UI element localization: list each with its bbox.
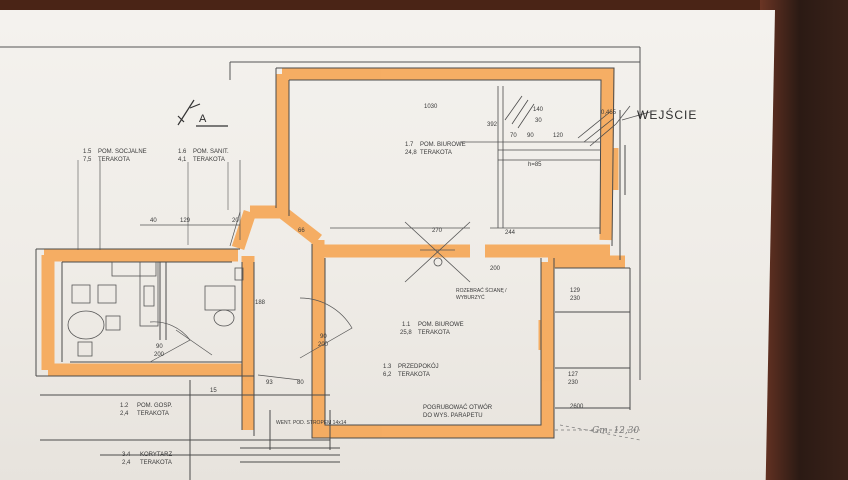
dimension-label: 80 <box>297 380 304 386</box>
dimension-label: 120 <box>553 133 564 139</box>
drawing-frame-lines <box>0 46 641 380</box>
chair-icon <box>97 284 117 304</box>
dimension-label: 20 <box>232 218 239 224</box>
room-finish: TERAKOTA <box>193 157 225 163</box>
room-name: PRZEDPOKÓJ <box>398 364 439 370</box>
dimension-label: 0,465 <box>601 110 617 116</box>
room-number: 1.5 <box>83 149 92 155</box>
room-finish: TERAKOTA <box>420 150 452 156</box>
leader-lines <box>77 160 229 250</box>
room-number: 1.1 <box>402 322 411 328</box>
room-area: 2,4 <box>120 411 129 417</box>
dimension-label: 30 <box>535 118 542 124</box>
opening-note-2: DO WYS. PARAPETU <box>423 413 483 419</box>
dimension-label: h=85 <box>528 162 542 168</box>
door-swings <box>149 211 353 381</box>
shower-icon <box>204 285 236 311</box>
room-number: 1.6 <box>178 149 187 155</box>
room-area: 2,4 <box>122 460 131 466</box>
hidden-lines <box>555 424 641 441</box>
dimension-label: 129 <box>570 288 581 294</box>
room-finish: TERAKOTA <box>398 372 430 378</box>
room-number: 1.2 <box>120 403 129 409</box>
room-name: KORYTARZ <box>140 452 173 458</box>
dimension-label: 230 <box>570 296 581 302</box>
chair-icon <box>77 341 93 357</box>
handwritten-note: Gm. 12,30 <box>592 426 640 436</box>
room-name: POM. BIUROWE <box>420 142 466 148</box>
room-area: 7,5 <box>83 157 92 163</box>
dimension-label: 2600 <box>570 404 584 410</box>
dimension-label: 230 <box>568 380 579 386</box>
wall-removal-mark <box>404 221 471 283</box>
dimension-label: 140 <box>533 107 544 113</box>
wall-removal-note: ROZEBRAĆ ŚCIANĘ / WYBURZYĆ <box>456 288 507 301</box>
dimension-label: 244 <box>505 230 516 236</box>
table-icon <box>67 310 105 340</box>
dimension-label: 1030 <box>424 104 438 110</box>
north-arrow-icon <box>177 99 228 127</box>
dimension-label: 188 <box>255 300 266 306</box>
vent-note: WENT. POD. STROPEM 14x14 <box>276 420 347 426</box>
dimension-label: 90 <box>320 334 327 340</box>
room-number: 3.4 <box>122 452 131 458</box>
entrance-label: WEJŚCIE <box>637 108 698 122</box>
room-name: POM. SANIT. <box>193 149 229 155</box>
background-surface <box>760 0 848 480</box>
room-area: 4,1 <box>178 157 187 163</box>
room-finish: TERAKOTA <box>140 460 172 466</box>
counter-icon <box>111 261 157 277</box>
dimension-label: 90 <box>156 344 163 350</box>
dimension-label: 40 <box>150 218 157 224</box>
toilet-icon <box>213 309 235 327</box>
entrance-arrow-icon <box>615 105 651 125</box>
room-finish: TERAKOTA <box>137 411 169 417</box>
dimension-label: 392 <box>487 122 498 128</box>
dimension-label: 93 <box>266 380 273 386</box>
dimension-lines <box>99 141 600 250</box>
room-area: 25,8 <box>400 330 412 336</box>
wall-outlines <box>35 67 631 480</box>
opening-note: POGRUBOWAĆ OTWÓR <box>423 405 493 411</box>
room-name: POM. GOSP. <box>137 403 173 409</box>
room-area: 6,2 <box>383 372 392 378</box>
dimension-label: 127 <box>568 372 579 378</box>
kitchen-furniture <box>67 261 159 357</box>
dimension-label: 200 <box>490 266 501 272</box>
room-number: 1.3 <box>383 364 392 370</box>
dimension-label: 270 <box>432 228 443 234</box>
bathroom-fixtures <box>204 267 244 327</box>
dimension-label: 70 <box>510 133 517 139</box>
stairs <box>497 86 617 228</box>
stove-icon <box>143 285 155 307</box>
compass-letter: A <box>199 113 207 125</box>
counter-icon <box>139 261 159 327</box>
dimension-label: 129 <box>180 218 191 224</box>
dimension-label: 15 <box>210 388 217 394</box>
room-name: POM. SOCJALNE <box>98 149 147 155</box>
room-finish: TERAKOTA <box>98 157 130 163</box>
dimension-label: 200 <box>318 342 329 348</box>
sink-icon <box>234 267 244 281</box>
dimension-label: 90 <box>527 133 534 139</box>
dimension-label: 66 <box>298 228 305 234</box>
room-name: POM. BIUROWE <box>418 322 464 328</box>
room-finish: TERAKOTA <box>418 330 450 336</box>
chair-icon <box>105 315 121 331</box>
room-number: 1.7 <box>405 142 414 148</box>
dimension-label: 200 <box>154 352 165 358</box>
room-area: 24,8 <box>405 150 417 156</box>
chair-icon <box>71 284 91 304</box>
wall-highlights <box>41 67 625 439</box>
